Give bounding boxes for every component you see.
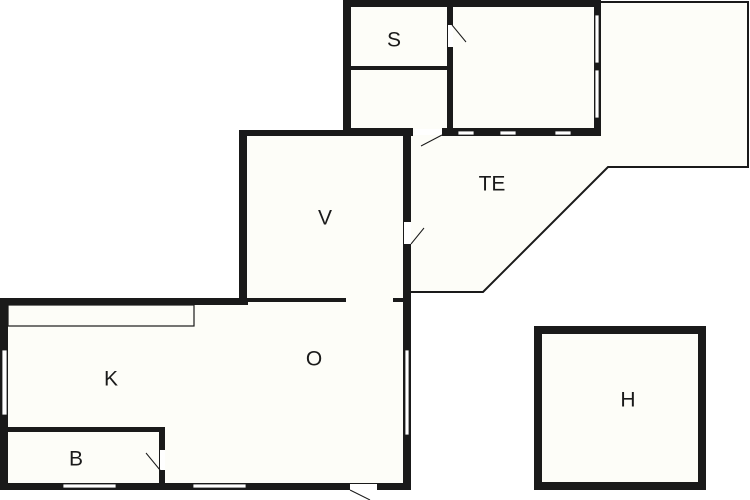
room-label-te: TE bbox=[478, 172, 506, 196]
kitchen-counter bbox=[7, 304, 195, 327]
room-label-b: B bbox=[68, 447, 84, 471]
windows bbox=[1, 14, 600, 489]
room-label-h: H bbox=[620, 388, 636, 412]
room-label-o: O bbox=[305, 347, 323, 371]
terrace-floor bbox=[410, 2, 748, 292]
doors bbox=[145, 24, 467, 500]
room-label-s: S bbox=[386, 28, 402, 52]
room-label-k: K bbox=[103, 367, 119, 391]
room-label-v: V bbox=[317, 206, 333, 230]
floor-areas bbox=[8, 2, 748, 485]
terrace-outline bbox=[410, 1, 749, 293]
